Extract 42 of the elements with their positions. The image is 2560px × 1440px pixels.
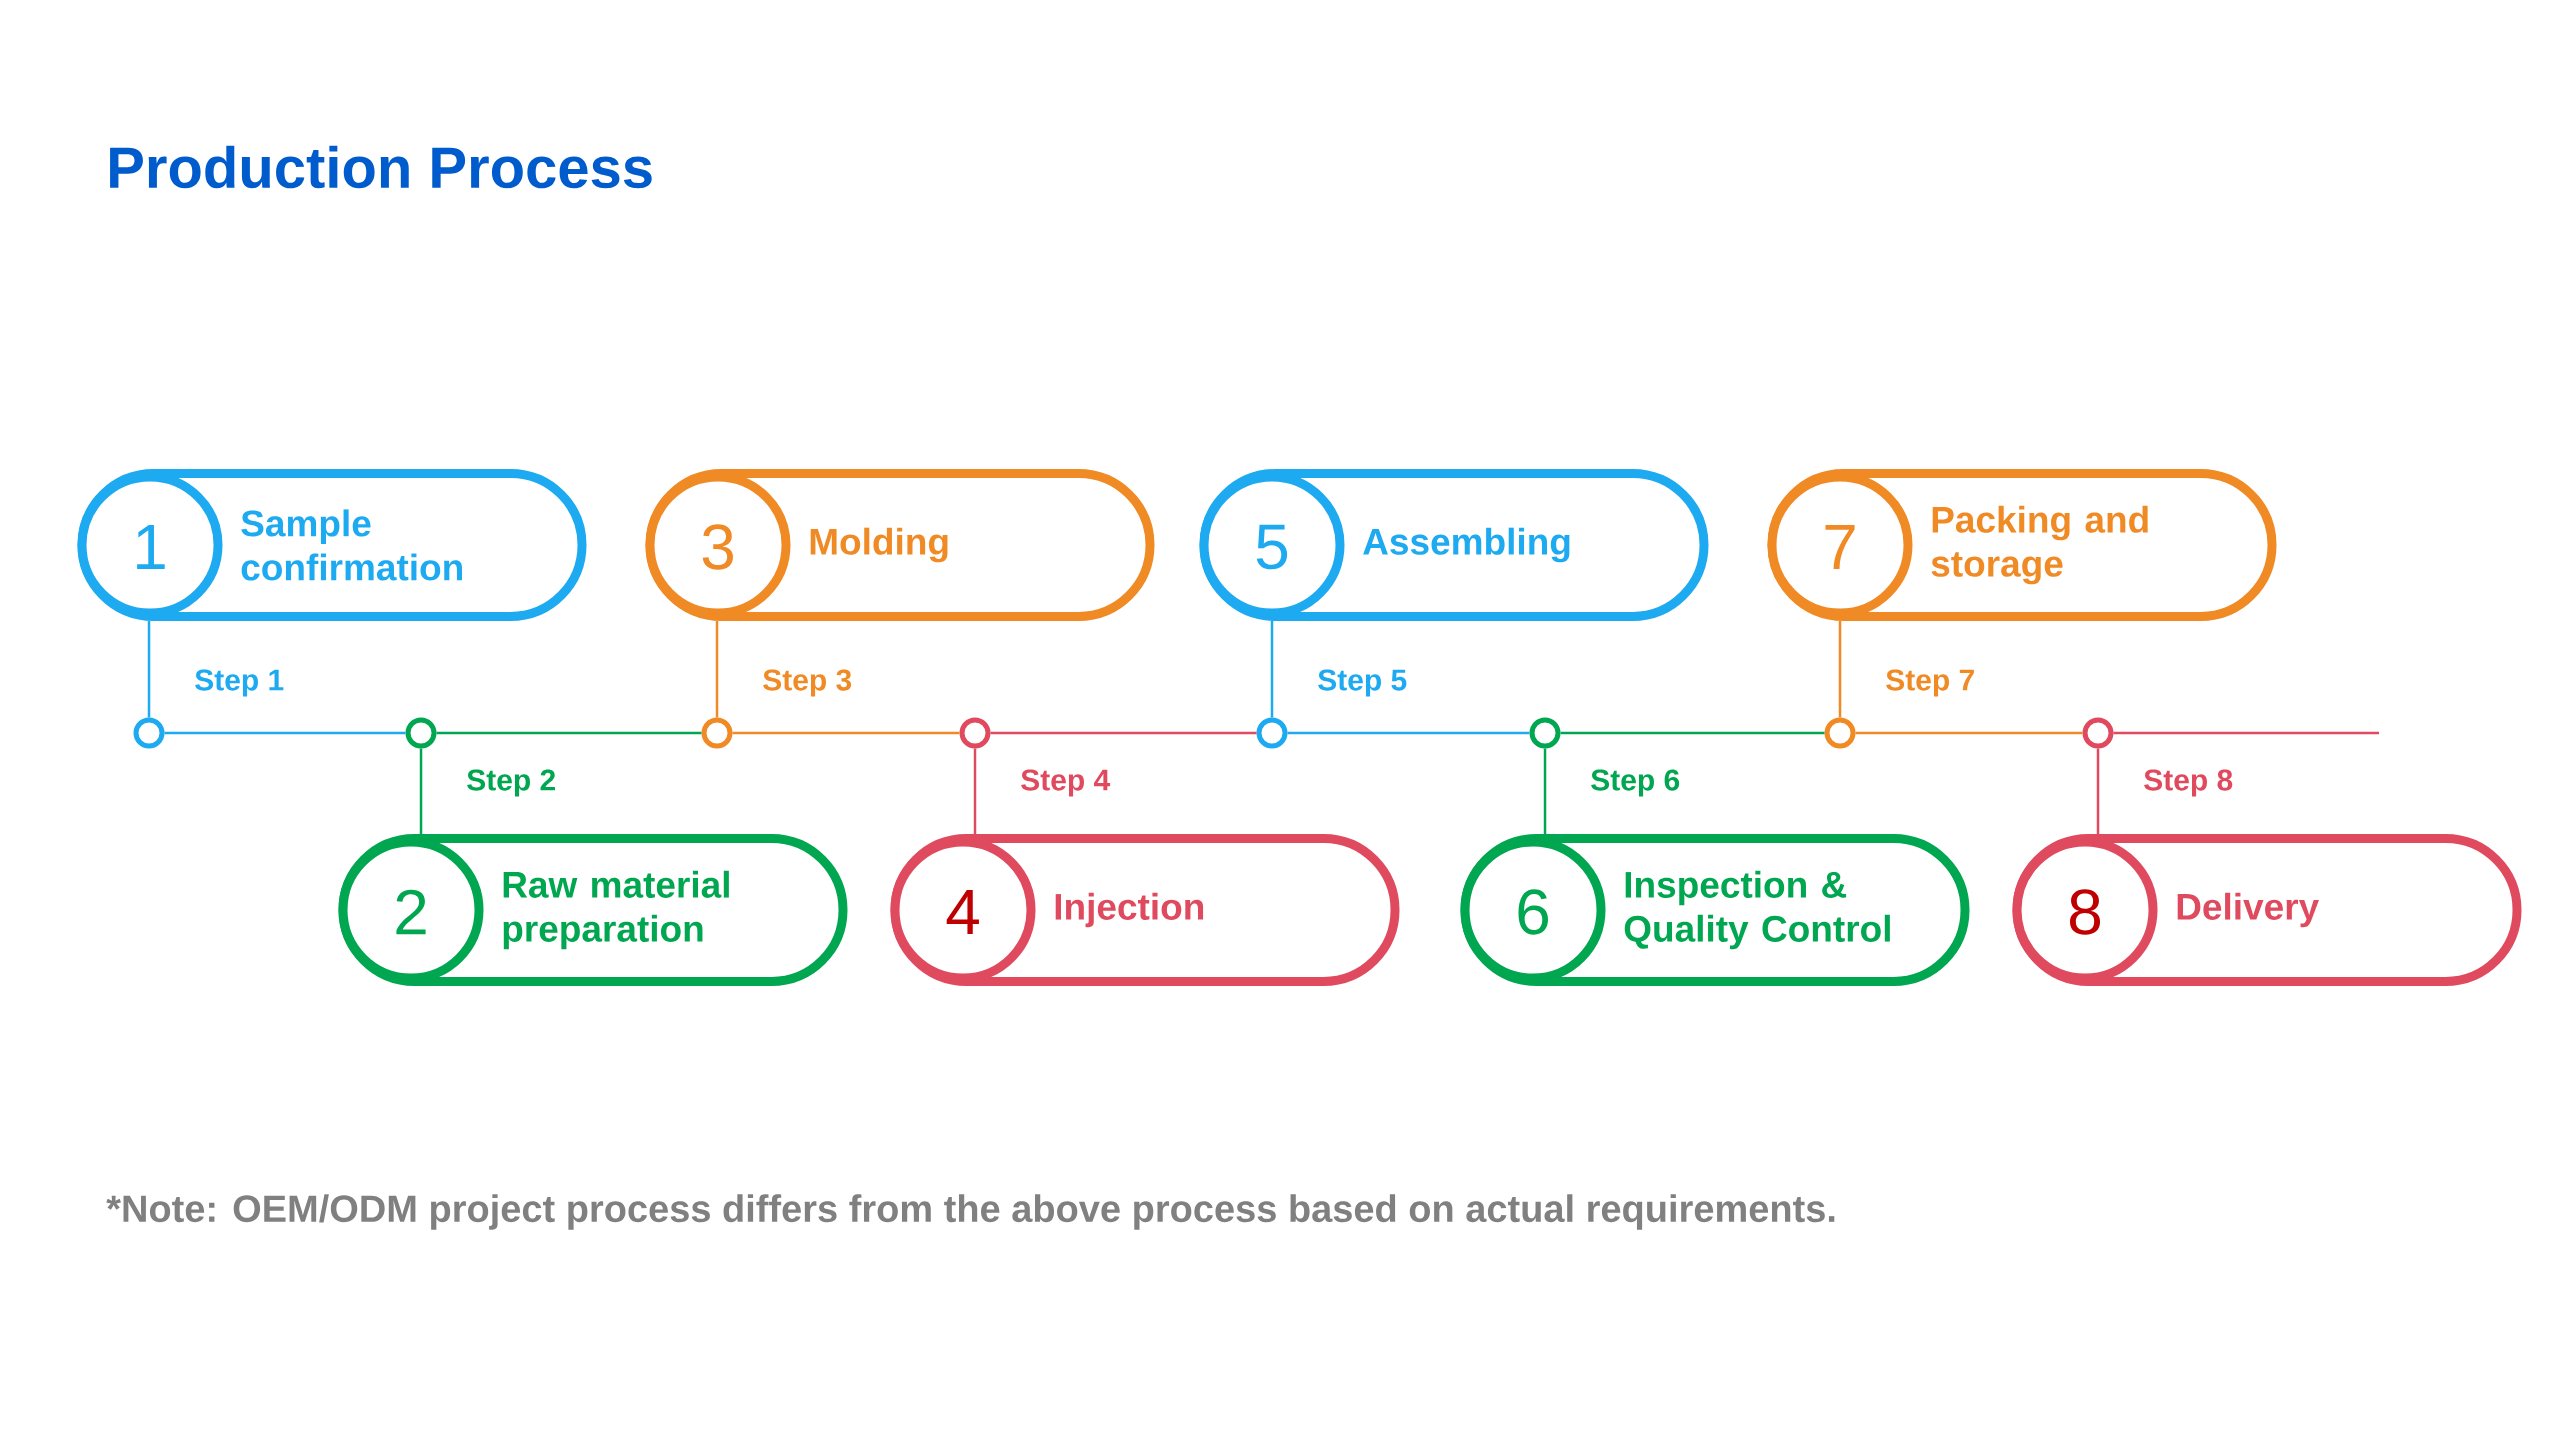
step-pill: 4 Injection xyxy=(890,834,1400,986)
connector-line xyxy=(715,621,719,718)
timeline-dot xyxy=(2082,717,2114,749)
connector-line xyxy=(1855,731,2083,735)
step-label: Step 4 xyxy=(1021,769,1111,797)
connector-line xyxy=(1287,731,1530,735)
step-label: Step 1 xyxy=(195,669,284,697)
connector-line xyxy=(147,621,151,718)
step-label: Step 2 xyxy=(467,769,555,797)
connector-line xyxy=(2096,748,2100,834)
step-label: Step 5 xyxy=(1318,669,1407,697)
connector-line xyxy=(419,748,423,834)
timeline-dot xyxy=(959,717,991,749)
connector-line xyxy=(732,731,960,735)
connector-line xyxy=(2113,731,2379,735)
step-pill: 3 Molding xyxy=(645,469,1155,621)
step-pill: 8 Delivery xyxy=(2012,834,2522,986)
timeline-dot xyxy=(1529,717,1561,749)
connector-line xyxy=(973,748,977,834)
step-pill: 2 Raw material preparation xyxy=(338,834,848,986)
connector-line xyxy=(990,731,1257,735)
connector-line xyxy=(436,731,702,735)
timeline-dot xyxy=(701,717,733,749)
step-pill: 7 Packing and storage xyxy=(1767,469,2277,621)
timeline-dot xyxy=(133,717,165,749)
connector-line xyxy=(1560,731,1825,735)
note: *Note: OEM/ODM project process differs from the above process based on actual requirements. xyxy=(106,1194,1835,1230)
title: Production Process xyxy=(110,145,652,189)
connector-line xyxy=(1543,748,1547,834)
timeline-dot xyxy=(405,717,437,749)
connector-line xyxy=(164,731,406,735)
step-label: Step 8 xyxy=(2144,769,2233,797)
step-pill: 1 Sample confirmation xyxy=(77,469,587,621)
timeline-dot xyxy=(1824,717,1856,749)
step-label: Step 3 xyxy=(763,669,852,697)
step-label: Step 6 xyxy=(1591,769,1680,797)
step-pill: 5 Assembling xyxy=(1199,469,1709,621)
timeline-dot xyxy=(1256,717,1288,749)
step-pill: 6 Inspection & Quality Control xyxy=(1460,834,1970,986)
connector-line xyxy=(1838,621,1842,718)
connector-line xyxy=(1270,621,1274,718)
step-label: Step 7 xyxy=(1886,669,1974,697)
